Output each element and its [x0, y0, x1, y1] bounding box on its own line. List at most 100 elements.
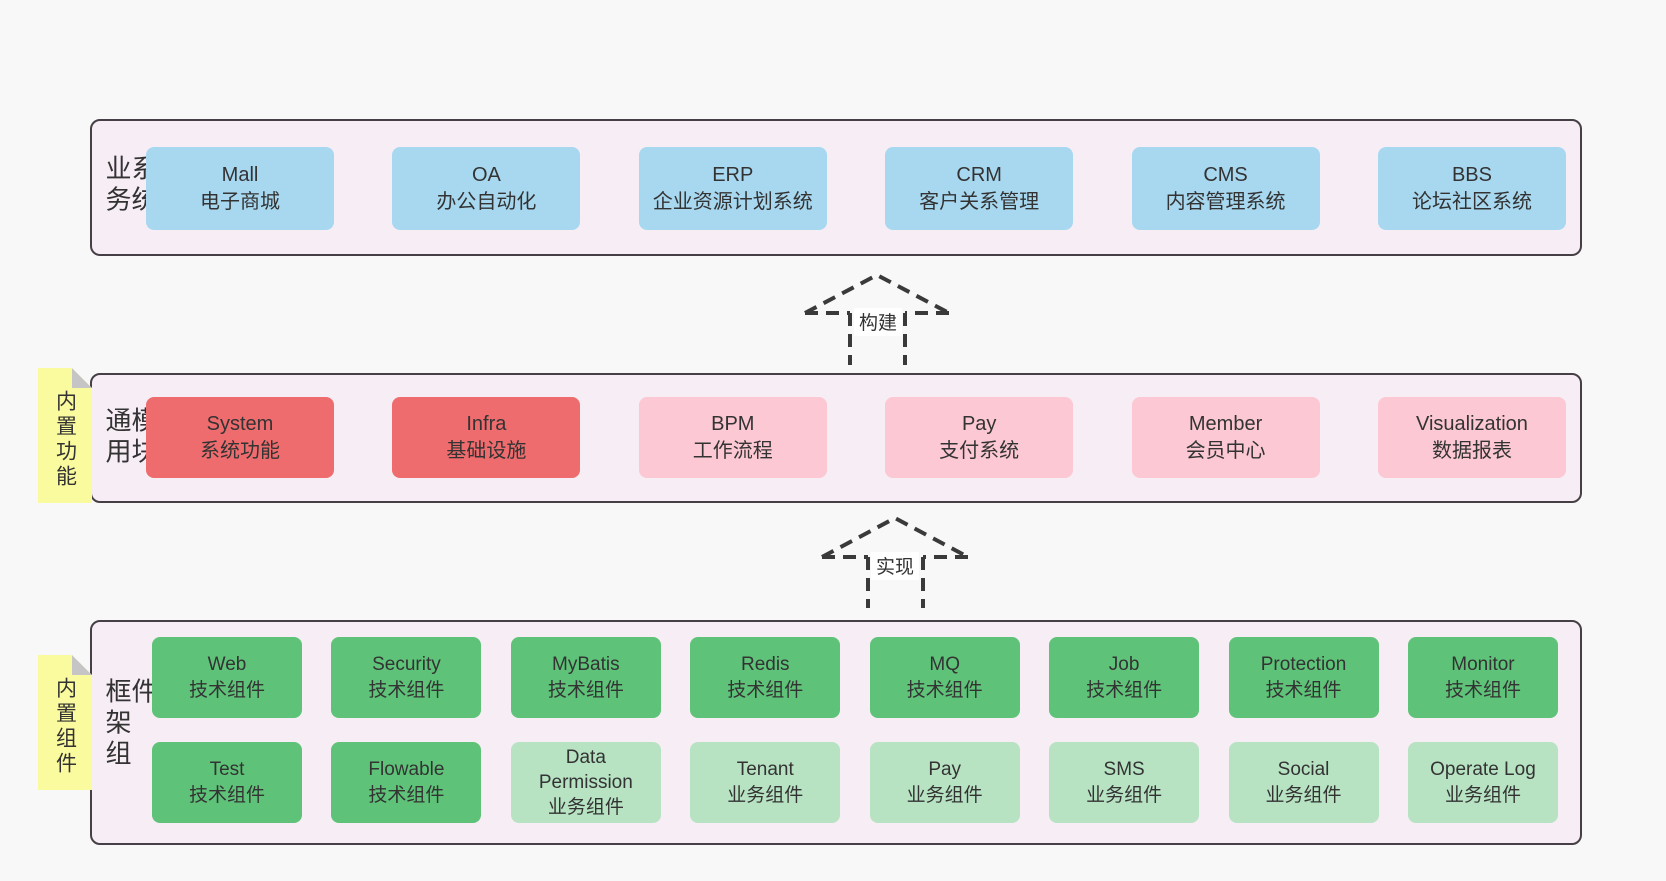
box-subtitle: 技术组件: [368, 784, 445, 806]
box-security: Security 技术组件: [331, 637, 482, 718]
arrow-build: 构建: [804, 272, 950, 365]
box-erp: ERP 企业资源计划系统: [638, 147, 827, 230]
box-web: Web 技术组件: [152, 637, 302, 718]
box-subtitle: 技术组件: [1086, 679, 1163, 701]
box-cms: CMS 内容管理系统: [1131, 147, 1320, 230]
box-subtitle: 业务组件: [1086, 784, 1163, 806]
box-data-permission: Data Permission 业务组件: [510, 742, 661, 823]
box-subtitle: 技术组件: [727, 679, 804, 701]
box-monitor: Monitor 技术组件: [1407, 637, 1558, 718]
box-protection: Protection 技术组件: [1228, 637, 1379, 718]
sticky-note-built-in-features: 内置功能: [38, 368, 92, 503]
components-box-row-2: Test 技术组件 Flowable 技术组件 Data Permission …: [152, 742, 1558, 823]
box-subtitle: 技术组件: [547, 679, 624, 701]
box-subtitle: 系统功能: [200, 439, 280, 462]
box-title: Data Permission: [538, 746, 633, 793]
box-subtitle: 工作流程: [692, 439, 773, 462]
box-title: BBS: [1451, 164, 1492, 187]
box-title: Redis: [740, 654, 790, 676]
box-system: System 系统功能: [146, 397, 334, 478]
box-title: BPM: [711, 413, 755, 436]
layer-framework-components: 框架组件 Web 技术组件 Security 技术组件 MyBatis 技术组件…: [90, 620, 1582, 845]
box-test: Test 技术组件: [152, 742, 302, 823]
box-subtitle: 技术组件: [188, 784, 265, 806]
sticky-note-built-in-components: 内置组件: [38, 655, 92, 790]
box-title: Member: [1188, 413, 1263, 436]
note-text: 内置组件: [53, 676, 77, 777]
box-title: Infra: [466, 413, 507, 436]
box-title: Pay: [961, 413, 997, 436]
box-title: CRM: [956, 164, 1002, 187]
business-box-row: Mall 电子商城 OA 办公自动化 ERP 企业资源计划系统 CRM 客户关系…: [146, 147, 1566, 230]
box-oa: OA 办公自动化: [392, 147, 581, 230]
box-subtitle: 业务组件: [1265, 784, 1342, 806]
box-title: MQ: [929, 654, 960, 676]
box-subtitle: 业务组件: [906, 784, 983, 806]
box-title: Tenant: [736, 759, 794, 781]
box-title: Pay: [928, 759, 962, 781]
box-subtitle: 技术组件: [1265, 679, 1342, 701]
box-title: MyBatis: [552, 654, 620, 676]
box-subtitle: 技术组件: [1444, 679, 1521, 701]
box-visualization: Visualization 数据报表: [1377, 397, 1566, 478]
box-subtitle: 支付系统: [939, 439, 1020, 462]
layer-business-systems: 业务系统 Mall 电子商城 OA 办公自动化 ERP 企业资源计划系统 CRM…: [90, 119, 1582, 256]
box-subtitle: 业务组件: [547, 797, 624, 819]
box-subtitle: 论坛社区系统: [1411, 190, 1532, 213]
box-title: Flowable: [368, 759, 445, 781]
note-fold-corner: [72, 368, 92, 388]
box-operate-log: Operate Log 业务组件: [1407, 742, 1558, 823]
box-title: Test: [209, 759, 245, 781]
arrow-label: 构建: [859, 312, 897, 334]
box-subtitle: 业务组件: [727, 784, 804, 806]
box-flowable: Flowable 技术组件: [331, 742, 482, 823]
box-tenant: Tenant 业务组件: [690, 742, 841, 823]
box-title: Operate Log: [1430, 759, 1536, 781]
box-title: Monitor: [1451, 654, 1515, 676]
arrow-label-background: [854, 308, 902, 336]
box-pay-component: Pay 业务组件: [869, 742, 1020, 823]
box-subtitle: 内容管理系统: [1165, 190, 1286, 213]
box-social: Social 业务组件: [1228, 742, 1379, 823]
arrow-label-background: [871, 552, 919, 580]
box-subtitle: 基础设施: [446, 439, 527, 462]
box-subtitle: 技术组件: [368, 679, 445, 701]
box-subtitle: 业务组件: [1444, 784, 1521, 806]
box-subtitle: 电子商城: [200, 190, 280, 213]
layer-label: 框架组件: [102, 677, 158, 771]
box-subtitle: 办公自动化: [436, 190, 537, 213]
box-title: SMS: [1103, 759, 1145, 781]
arrow-label: 实现: [876, 556, 914, 578]
box-title: Protection: [1260, 654, 1347, 676]
box-title: CMS: [1203, 164, 1248, 187]
box-sms: SMS 业务组件: [1049, 742, 1200, 823]
box-mall: Mall 电子商城: [146, 147, 334, 230]
box-subtitle: 数据报表: [1431, 439, 1512, 462]
box-subtitle: 客户关系管理: [919, 190, 1040, 213]
box-title: OA: [471, 164, 501, 187]
box-infra: Infra 基础设施: [392, 397, 581, 478]
box-pay: Pay 支付系统: [885, 397, 1074, 478]
box-title: Security: [372, 654, 441, 676]
box-crm: CRM 客户关系管理: [885, 147, 1074, 230]
box-redis: Redis 技术组件: [690, 637, 841, 718]
box-bbs: BBS 论坛社区系统: [1377, 147, 1566, 230]
box-mybatis: MyBatis 技术组件: [510, 637, 661, 718]
box-title: Web: [207, 654, 247, 676]
box-title: System: [206, 413, 274, 436]
note-fold-corner: [72, 655, 92, 675]
box-title: Job: [1108, 654, 1140, 676]
note-text: 内置功能: [53, 389, 77, 490]
box-subtitle: 企业资源计划系统: [652, 190, 813, 213]
box-title: Mall: [221, 164, 259, 187]
box-job: Job 技术组件: [1049, 637, 1200, 718]
box-title: ERP: [712, 164, 754, 187]
box-subtitle: 技术组件: [906, 679, 983, 701]
box-subtitle: 会员中心: [1185, 439, 1266, 462]
layer-common-modules: 通用模块 System 系统功能 Infra 基础设施 BPM 工作流程 Pay…: [90, 373, 1582, 503]
arrow-implement: 实现: [821, 515, 969, 608]
components-box-row-1: Web 技术组件 Security 技术组件 MyBatis 技术组件 Redi…: [152, 637, 1558, 718]
box-mq: MQ 技术组件: [869, 637, 1020, 718]
box-bpm: BPM 工作流程: [638, 397, 827, 478]
